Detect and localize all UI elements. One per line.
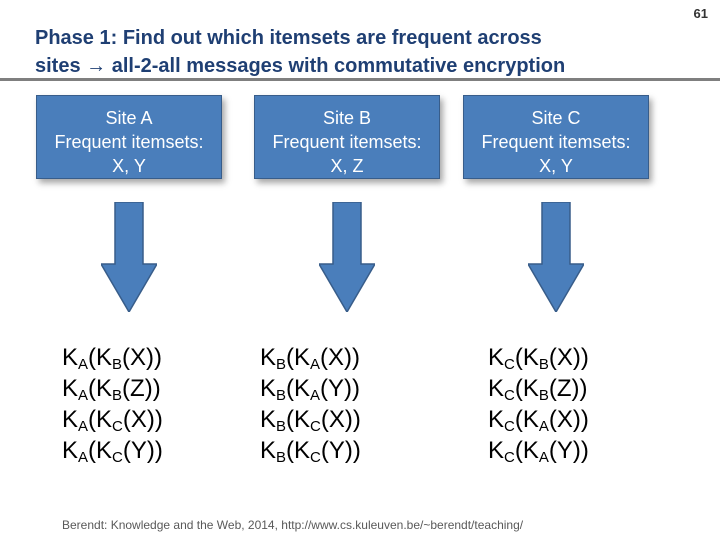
down-arrow-icon — [319, 202, 375, 312]
key-subscript: B — [276, 387, 287, 404]
message-text: (K — [514, 437, 539, 464]
site-name: Site C — [531, 108, 581, 128]
key-subscript: A — [78, 418, 89, 435]
message-text: (Y)) — [122, 437, 163, 464]
message-text: (K — [286, 437, 311, 464]
key-subscript: C — [504, 418, 515, 435]
site-c-messages: KC(KB(X))KC(KB(Z))KC(KA(X))KC(KA(Y)) — [488, 342, 589, 466]
message-text: K — [488, 437, 505, 464]
key-subscript: B — [276, 356, 287, 373]
key-subscript: C — [112, 418, 123, 435]
message-line: KA(KC(Y)) — [62, 435, 163, 466]
message-line: KA(KB(X)) — [62, 342, 163, 373]
message-text: (Y)) — [320, 375, 361, 402]
page-number: 61 — [693, 6, 708, 21]
footer-citation: Berendt: Knowledge and the Web, 2014, ht… — [62, 518, 524, 532]
key-subscript: C — [504, 356, 515, 373]
key-subscript: B — [276, 449, 287, 466]
site-name: Site A — [105, 108, 153, 128]
message-text: (X)) — [548, 406, 589, 433]
message-text: K — [62, 375, 79, 402]
message-text: (X)) — [320, 344, 361, 371]
slide-title: Phase 1: Find out which itemsets are fre… — [35, 24, 675, 80]
key-subscript: A — [538, 449, 549, 466]
message-text: K — [62, 437, 79, 464]
right-arrow-icon: → — [86, 55, 107, 77]
key-subscript: B — [112, 356, 123, 373]
key-subscript: B — [276, 418, 287, 435]
message-text: (Y)) — [320, 437, 361, 464]
message-line: KB(KA(Y)) — [260, 373, 361, 404]
message-text: (X)) — [548, 344, 589, 371]
message-text: (K — [88, 437, 113, 464]
down-arrow-icon — [101, 202, 157, 312]
title-line-2: sites → all-2-all messages with commutat… — [35, 52, 675, 80]
key-subscript: B — [112, 387, 123, 404]
message-line: KC(KB(X)) — [488, 342, 589, 373]
message-text: K — [488, 406, 505, 433]
message-line: KC(KA(Y)) — [488, 435, 589, 466]
message-line: KA(KB(Z)) — [62, 373, 163, 404]
site-label: Frequent itemsets: — [272, 132, 422, 152]
key-subscript: C — [504, 449, 515, 466]
site-label: Frequent itemsets: — [481, 132, 631, 152]
message-text: (K — [514, 406, 539, 433]
site-b-messages: KB(KA(X))KB(KA(Y))KB(KC(X))KB(KC(Y)) — [260, 342, 361, 466]
site-a-box: Site A Frequent itemsets: X, Y — [36, 95, 222, 179]
message-text: (K — [514, 344, 539, 371]
site-itemsets: X, Y — [112, 156, 146, 176]
title-line-1: Phase 1: Find out which itemsets are fre… — [35, 27, 542, 49]
message-text: K — [488, 344, 505, 371]
message-line: KC(KA(X)) — [488, 404, 589, 435]
message-text: (X)) — [122, 344, 163, 371]
site-name: Site B — [322, 108, 372, 128]
message-text: K — [260, 437, 277, 464]
key-subscript: A — [78, 449, 89, 466]
site-c-box: Site C Frequent itemsets: X, Y — [463, 95, 649, 179]
key-subscript: C — [504, 387, 515, 404]
message-text: K — [488, 375, 505, 402]
site-itemsets: X, Z — [330, 156, 364, 176]
key-subscript: A — [310, 387, 321, 404]
message-text: (K — [286, 375, 311, 402]
down-arrow-icon — [528, 202, 584, 312]
key-subscript: A — [78, 387, 89, 404]
message-text: (K — [514, 375, 539, 402]
key-subscript: C — [310, 418, 321, 435]
message-text: (X)) — [122, 406, 163, 433]
title-line-2-start: sites — [35, 55, 81, 77]
message-text: K — [260, 406, 277, 433]
message-text: K — [62, 406, 79, 433]
message-line: KA(KC(X)) — [62, 404, 163, 435]
message-line: KC(KB(Z)) — [488, 373, 589, 404]
key-subscript: A — [538, 418, 549, 435]
message-text: (K — [88, 406, 113, 433]
message-text: K — [62, 344, 79, 371]
message-text: (K — [286, 406, 311, 433]
message-line: KB(KA(X)) — [260, 342, 361, 373]
key-subscript: C — [112, 449, 123, 466]
message-text: (Y)) — [548, 437, 589, 464]
message-line: KB(KC(X)) — [260, 404, 361, 435]
site-label: Frequent itemsets: — [54, 132, 204, 152]
message-text: (Z)) — [548, 375, 588, 402]
message-text: (Z)) — [122, 375, 161, 402]
key-subscript: B — [538, 356, 549, 373]
title-divider — [0, 78, 720, 81]
message-line: KB(KC(Y)) — [260, 435, 361, 466]
message-text: (X)) — [320, 406, 361, 433]
key-subscript: A — [78, 356, 89, 373]
key-subscript: A — [310, 356, 321, 373]
message-text: (K — [88, 375, 113, 402]
site-b-box: Site B Frequent itemsets: X, Z — [254, 95, 440, 179]
key-subscript: B — [538, 387, 549, 404]
message-text: (K — [286, 344, 311, 371]
message-text: K — [260, 375, 277, 402]
message-text: (K — [88, 344, 113, 371]
key-subscript: C — [310, 449, 321, 466]
message-text: K — [260, 344, 277, 371]
title-line-2-end: all-2-all messages with commutative encr… — [111, 55, 566, 77]
site-itemsets: X, Y — [539, 156, 573, 176]
site-a-messages: KA(KB(X))KA(KB(Z))KA(KC(X))KA(KC(Y)) — [62, 342, 163, 466]
